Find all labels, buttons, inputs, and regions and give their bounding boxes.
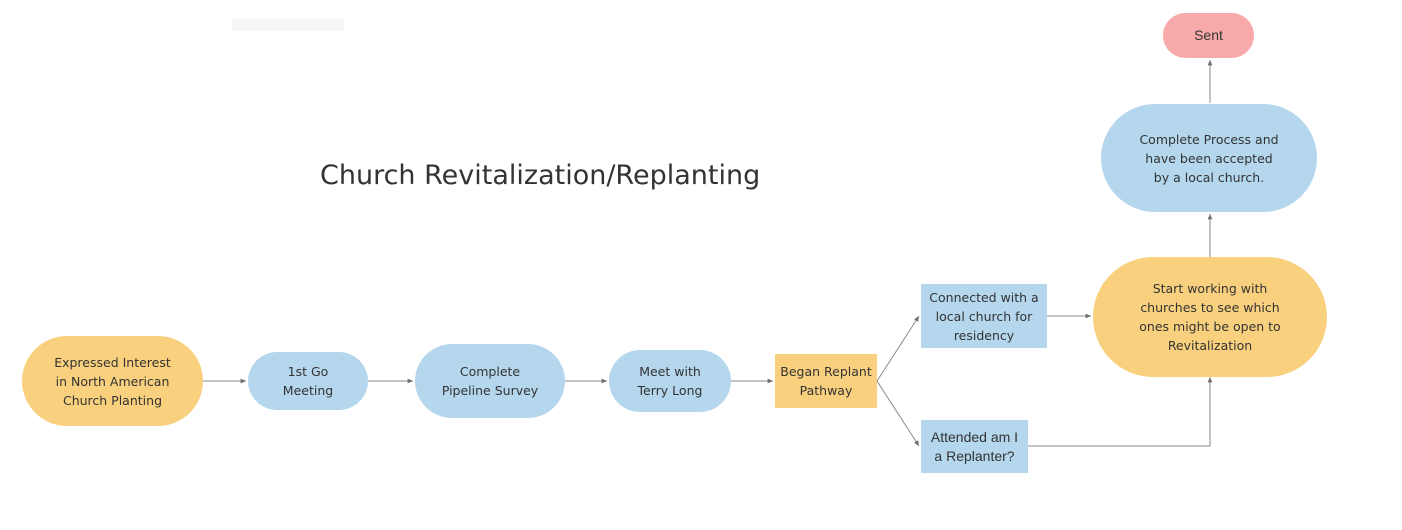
node-attended-replanter[interactable]: Attended am I a Replanter? [921, 420, 1028, 473]
faint-header-bar [232, 19, 344, 31]
node-began-replant-pathway[interactable]: Began Replant Pathway [775, 354, 877, 408]
connector-replanter-to-start [1028, 377, 1213, 447]
diagram-title: Church Revitalization/Replanting [320, 160, 761, 191]
node-first-go-meeting[interactable]: 1st Go Meeting [248, 352, 368, 410]
node-complete-process[interactable]: Complete Process and have been accepted … [1101, 104, 1317, 212]
node-connected-residency[interactable]: Connected with a local church for reside… [921, 284, 1047, 348]
node-sent[interactable]: Sent [1163, 13, 1254, 58]
connector-replant-to-replanter [876, 380, 920, 447]
node-start-working[interactable]: Start working with churches to see which… [1093, 257, 1327, 377]
node-expressed-interest[interactable]: Expressed Interest in North American Chu… [22, 336, 203, 426]
connector-replant-to-residency [876, 315, 920, 382]
node-pipeline-survey[interactable]: Complete Pipeline Survey [415, 344, 565, 418]
node-meet-terry-long[interactable]: Meet with Terry Long [609, 350, 731, 412]
